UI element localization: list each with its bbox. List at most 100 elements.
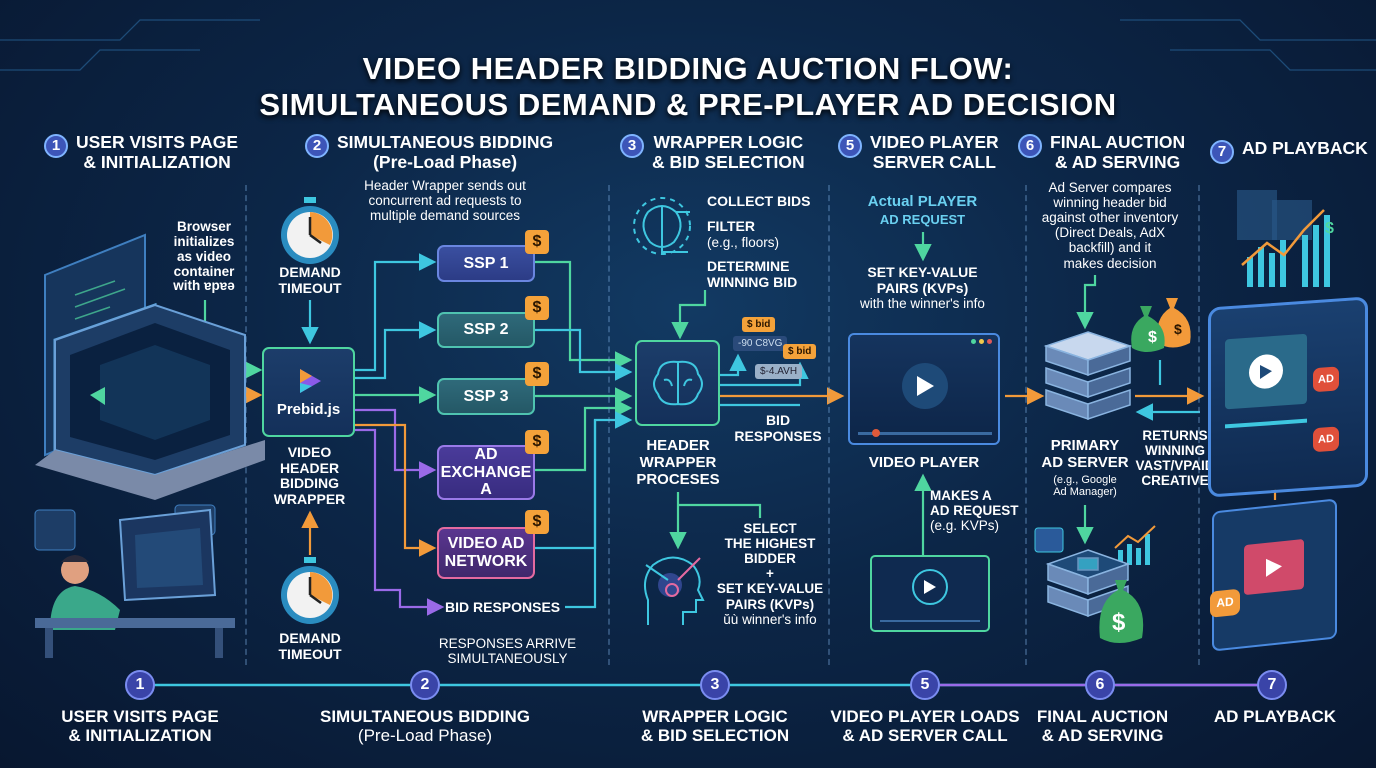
note-line: + [766, 566, 774, 582]
note-line: SET KEY-VALUE [716, 581, 824, 597]
description-line: multiple demand sources [369, 208, 521, 224]
label-line: TIMEOUT [278, 279, 342, 296]
note-line: SELECT [743, 521, 797, 536]
label-line: RETURNS [1142, 428, 1208, 443]
brain-icon [652, 360, 703, 406]
money-bags-icon: $ $ [1131, 298, 1191, 352]
note-line: SIMULTANEOUSLY [447, 651, 568, 667]
demand-source-ad-exchange-a[interactable]: AD EXCHANGE A [437, 445, 535, 500]
ad-badge: AD [1313, 366, 1339, 393]
label-line: & AD SERVER CALL [842, 726, 1008, 746]
step-title: AD PLAYBACK [1242, 138, 1368, 158]
column-divider [1025, 185, 1027, 665]
timeline-step-7-number: 7 [1257, 670, 1287, 700]
step-header-1: 1 USER VISITS PAGE& INITIALIZATION [44, 132, 238, 172]
label-line: AD REQUEST [879, 211, 966, 227]
revenue-chart-illustration: $ [1237, 190, 1334, 287]
title-line-2: SIMULTANEOUS DEMAND & PRE-PLAYER AD DECI… [259, 87, 1117, 122]
small-video-player[interactable] [870, 555, 990, 632]
note-line: PAIRS (KVPs) [725, 596, 815, 612]
note-line: Ad Manager) [1053, 486, 1117, 499]
play-button[interactable] [902, 363, 948, 409]
svg-text:$: $ [1174, 321, 1182, 337]
label-line: (Pre-Load Phase) [357, 726, 493, 746]
step-header-2: 2 SIMULTANEOUS BIDDING(Pre-Load Phase) [305, 132, 554, 172]
prebid-logo-icon [299, 368, 321, 393]
note-line: as video [176, 248, 232, 264]
step-number: 5 [838, 134, 862, 158]
prebid-label: Prebid.js [276, 400, 341, 418]
progress-bar[interactable] [858, 429, 992, 437]
timeline-step-2-number: 2 [410, 670, 440, 700]
description-line: (Direct Deals, AdX [1054, 225, 1166, 241]
label-line: Actual PLAYER [867, 193, 978, 210]
stopwatch-icon [281, 197, 339, 264]
label-line: & BID SELECTION [640, 726, 790, 746]
timeline-step-2-label: SIMULTANEOUS BIDDING(Pre-Load Phase) [305, 707, 545, 745]
note-line: container [173, 263, 235, 279]
head-analysis-icon [643, 556, 705, 625]
video-player[interactable] [848, 333, 1000, 445]
label-line: BID [765, 412, 791, 428]
play-icon [1266, 558, 1282, 577]
ad-badge: AD [1210, 588, 1240, 618]
step-title: SIMULTANEOUS BIDDING [337, 132, 554, 152]
step-header-3: 3 WRAPPER LOGIC& BID SELECTION [620, 132, 805, 172]
bid-tag: $ bid [783, 344, 817, 359]
label-line: & AD SERVING [1041, 726, 1164, 746]
demand-source-ssp-2[interactable]: SSP 2 [437, 312, 535, 348]
svg-text:$: $ [1148, 329, 1157, 346]
step-subtitle: SERVER CALL [872, 151, 996, 172]
play-icon [917, 376, 934, 396]
bid-tag: $ bid [742, 317, 776, 332]
timeline-step-3-label: WRAPPER LOGIC& BID SELECTION [615, 707, 815, 745]
note-line: (e.g., Google [1053, 474, 1117, 486]
demand-source-video-ad-network[interactable]: VIDEO AD NETWORK [437, 527, 535, 579]
label-line: DEMAND [279, 264, 341, 280]
demand-source-ssp-3[interactable]: SSP 3 [437, 378, 535, 415]
description-line: backfill) and it [1068, 240, 1152, 256]
step-header-7: 7 AD PLAYBACK [1210, 138, 1368, 164]
label-line: & INITIALIZATION [68, 726, 212, 746]
bid-tag: -90 C8VG [733, 336, 788, 351]
note-line: initializes [173, 233, 235, 249]
video-player-label: VIDEO PLAYER [868, 454, 980, 471]
ad-badge: AD [1313, 426, 1339, 453]
step-subtitle: & INITIALIZATION [83, 151, 231, 172]
note-line: BIDDER [744, 551, 796, 567]
dollar-icon: $ [1325, 220, 1334, 237]
label-line: PRIMARY [1050, 437, 1120, 454]
bidding-description: Header Wrapper sends out concurrent ad r… [340, 178, 550, 223]
header-wrapper-processor[interactable] [635, 340, 720, 426]
column-divider [828, 185, 830, 665]
step-number: 3 [620, 134, 644, 158]
dollar-badge: $ [525, 510, 549, 534]
timeline-step-1-number: 1 [125, 670, 155, 700]
step-title: WRAPPER LOGIC [653, 132, 804, 152]
timeline-step-6-number: 6 [1085, 670, 1115, 700]
timeline-step-3-number: 3 [700, 670, 730, 700]
select-highest-bidder-note: SELECT THE HIGHEST BIDDER + SET KEY-VALU… [710, 521, 830, 627]
stopwatch-icon [281, 557, 339, 624]
brain-circuit-icon [633, 197, 691, 255]
browser-note: Browser initializes as video container w… [160, 219, 248, 294]
demand-source-ssp-1[interactable]: SSP 1 [437, 245, 535, 282]
prebid-wrapper-box[interactable]: Prebid.js [262, 347, 355, 437]
filter-note: (e.g., floors) [707, 235, 780, 250]
ad-server-description: Ad Server compares winning header bid ag… [1030, 180, 1190, 271]
label-line: VIDEO PLAYER LOADS [830, 707, 1020, 726]
label-line: WINNING BID [707, 273, 798, 290]
label-line: BIDDING [279, 475, 340, 492]
bid-tag: $-4.AVH [755, 364, 803, 379]
play-icon [924, 580, 936, 594]
label-line: (e.g. KVPs) [930, 518, 1000, 534]
